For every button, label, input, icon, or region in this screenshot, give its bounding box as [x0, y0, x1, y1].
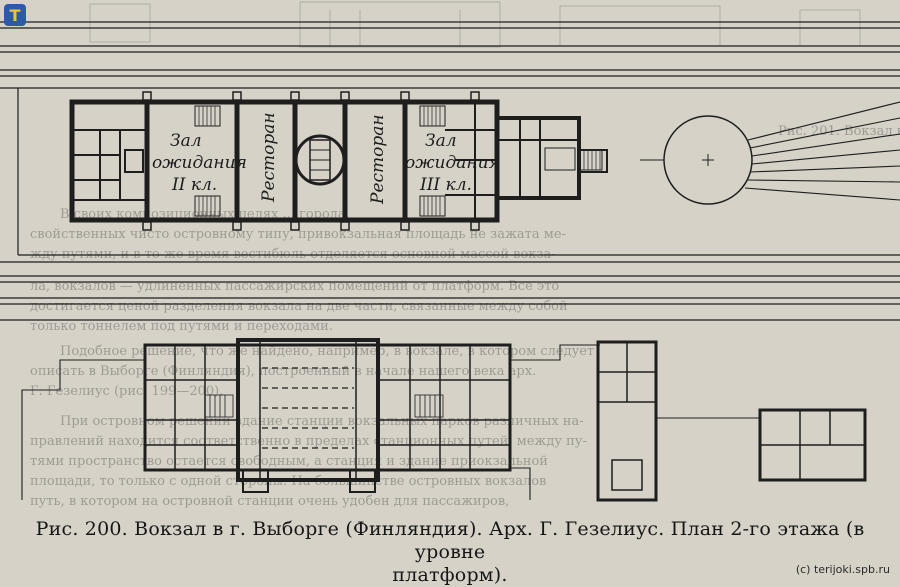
svg-text:Подобное решение, что же найде: Подобное решение, что же найдено, наприм…: [60, 344, 594, 359]
restaurant-right-label: Ресторан: [368, 114, 388, 205]
stair-hatching: [194, 105, 603, 217]
hall-right-label-1: Зал: [425, 131, 457, 151]
upper-floor-plan: [0, 21, 900, 321]
hall-left-label-1: Зал: [170, 131, 202, 151]
rail-tracks-top: [0, 21, 900, 89]
svg-text:путь, в котором на островной с: путь, в котором на островной станции оче…: [30, 494, 509, 509]
room-labels: Зал ожидания II кл. Ресторан Ресторан За…: [152, 112, 500, 205]
svg-text:При островном решении здание с: При островном решении здание станции вок…: [60, 414, 584, 429]
hall-left-label-2: ожидания: [152, 153, 247, 173]
svg-text:правлений находится соответств: правлений находится соответственно в пре…: [30, 434, 587, 449]
caption-line-2: платформ).: [392, 564, 508, 586]
columns: [142, 91, 480, 231]
svg-text:свойственных чисто островному: свойственных чисто островному типу, прив…: [30, 227, 566, 242]
rail-tracks-middle: [0, 254, 900, 321]
svg-text:описать в Выборге (Финляндия),: описать в Выборге (Финляндия), построенн…: [30, 364, 536, 379]
figure-caption: Рис. 200. Вокзал в г. Выборге (Финляндия…: [30, 518, 870, 587]
caption-line-1: Рис. 200. Вокзал в г. Выборге (Финляндия…: [35, 518, 865, 563]
hall-left-label-3: II кл.: [171, 175, 217, 195]
lower-floor-plan: [21, 338, 867, 502]
hall-right-label-2: ожидания: [405, 153, 500, 173]
svg-text:только тоннелем под путями и п: только тоннелем под путями и переходами.: [30, 319, 333, 334]
svg-text:ла, вокзалов — удлиненных пасс: ла, вокзалов — удлиненных пассажирских п…: [30, 279, 559, 294]
svg-text:Рис. 201. Вокзал в г. Выборге: Рис. 201. Вокзал в г. Выборге (Финляндия…: [778, 124, 900, 139]
svg-text:тями пространство остается сво: тями пространство остается свободным, а …: [30, 454, 548, 469]
restaurant-left-label: Ресторан: [259, 112, 279, 203]
credit-watermark: (с) terijoki.spb.ru: [795, 563, 890, 576]
site-logo: T: [4, 4, 26, 26]
svg-text:достигается ценой разделения в: достигается ценой разделения вокзала на …: [30, 299, 568, 314]
hall-right-label-3: III кл.: [419, 175, 472, 195]
svg-text:Г. Гезелиус (рис. 199—200).: Г. Гезелиус (рис. 199—200).: [30, 384, 223, 399]
